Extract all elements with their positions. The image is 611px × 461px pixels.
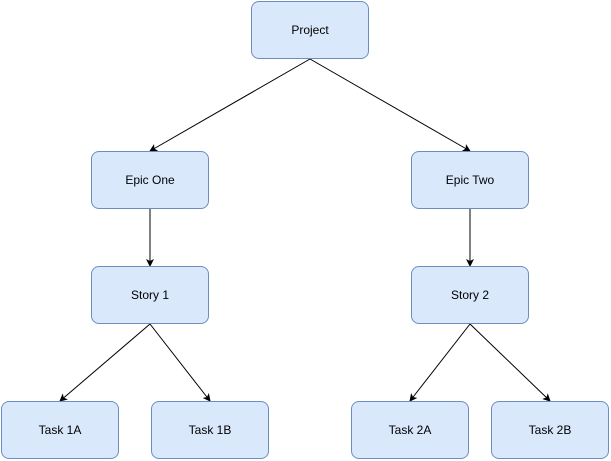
edge-story-1-to-task-1b (149, 323, 211, 402)
node-epic-one[interactable]: Epic One (91, 151, 209, 209)
edge-story-2-to-task-2a (409, 323, 471, 402)
node-epic-two-label: Epic Two (445, 173, 495, 187)
edge-story-1-to-task-1a (59, 323, 151, 402)
node-epic-two[interactable]: Epic Two (411, 151, 529, 209)
edge-story-2-to-task-2b (469, 323, 551, 402)
edge-project-to-epic-one (149, 58, 311, 152)
node-task-1b-label: Task 1B (188, 423, 232, 437)
edge-project-to-epic-two (309, 58, 471, 152)
node-story-1-label: Story 1 (130, 288, 169, 302)
node-project-label: Project (291, 23, 329, 37)
node-task-2a[interactable]: Task 2A (351, 401, 469, 459)
node-story-1[interactable]: Story 1 (91, 266, 209, 324)
node-story-2-label: Story 2 (450, 288, 489, 302)
node-task-1a-label: Task 1A (38, 423, 82, 437)
node-task-2b[interactable]: Task 2B (491, 401, 609, 459)
node-task-2b-label: Task 2B (528, 423, 572, 437)
node-task-1a[interactable]: Task 1A (1, 401, 119, 459)
node-epic-one-label: Epic One (125, 173, 175, 187)
node-task-1b[interactable]: Task 1B (151, 401, 269, 459)
node-task-2a-label: Task 2A (388, 423, 432, 437)
node-story-2[interactable]: Story 2 (411, 266, 529, 324)
node-project[interactable]: Project (251, 1, 369, 59)
